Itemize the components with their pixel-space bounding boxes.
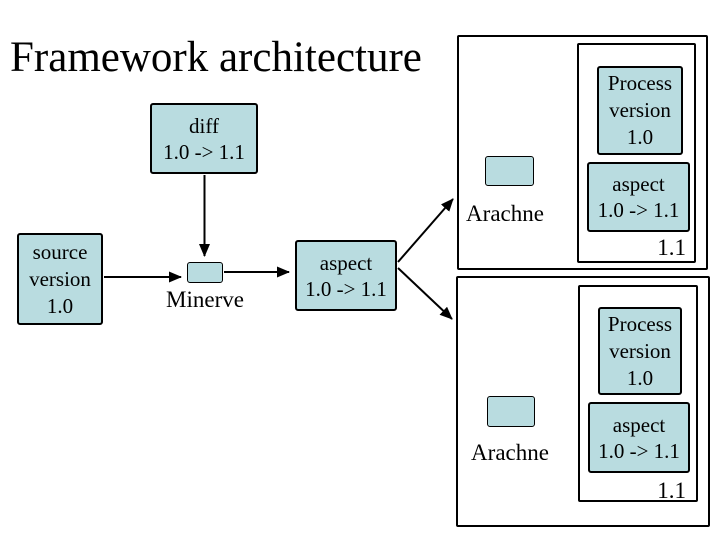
diff-box: diff 1.0 -> 1.1 [150,103,258,174]
source-box-line: version [29,266,91,291]
aspect-box: aspect 1.0 -> 1.1 [295,240,397,311]
process-box-line: 1.0 [626,125,654,149]
result-version-label-bottom: 1.1 [657,478,686,503]
process-box-line: version [609,338,671,363]
arrow-aspect-to-arachne-bottom [397,267,453,320]
aspect-box-line: aspect [319,250,373,275]
aspect-box-line: aspect [612,172,665,196]
source-version-box: source version 1.0 [17,233,103,325]
aspect-box-top-group: aspect 1.0 -> 1.1 [587,162,690,232]
source-box-line: 1.0 [46,293,74,318]
arachne-tool-box-bottom [487,396,535,427]
process-box-line: Process [607,311,673,336]
aspect-box-bottom-group: aspect 1.0 -> 1.1 [588,402,690,473]
process-version-box-top: Process version 1.0 [597,66,683,155]
process-box-line: Process [607,71,673,95]
result-version-label-top: 1.1 [657,235,686,260]
arachne-tool-box-top [485,156,534,186]
minerve-tool-box [187,262,223,283]
minerve-label: Minerve [166,287,244,312]
aspect-box-line: 1.0 -> 1.1 [598,438,680,463]
aspect-box-line: 1.0 -> 1.1 [305,276,387,301]
process-box-line: version [609,98,671,122]
arachne-label-bottom: Arachne [471,440,549,465]
arrow-aspect-to-arachne-top [397,198,454,263]
diff-box-line: 1.0 -> 1.1 [163,139,245,164]
process-box-line: 1.0 [626,365,654,390]
page-title: Framework architecture [10,34,422,81]
process-version-box-bottom: Process version 1.0 [598,307,682,395]
source-box-line: source [32,239,88,264]
aspect-box-line: aspect [612,412,666,437]
diff-box-line: diff [189,113,219,138]
aspect-box-line: 1.0 -> 1.1 [597,198,680,222]
arachne-label-top: Arachne [466,201,544,226]
